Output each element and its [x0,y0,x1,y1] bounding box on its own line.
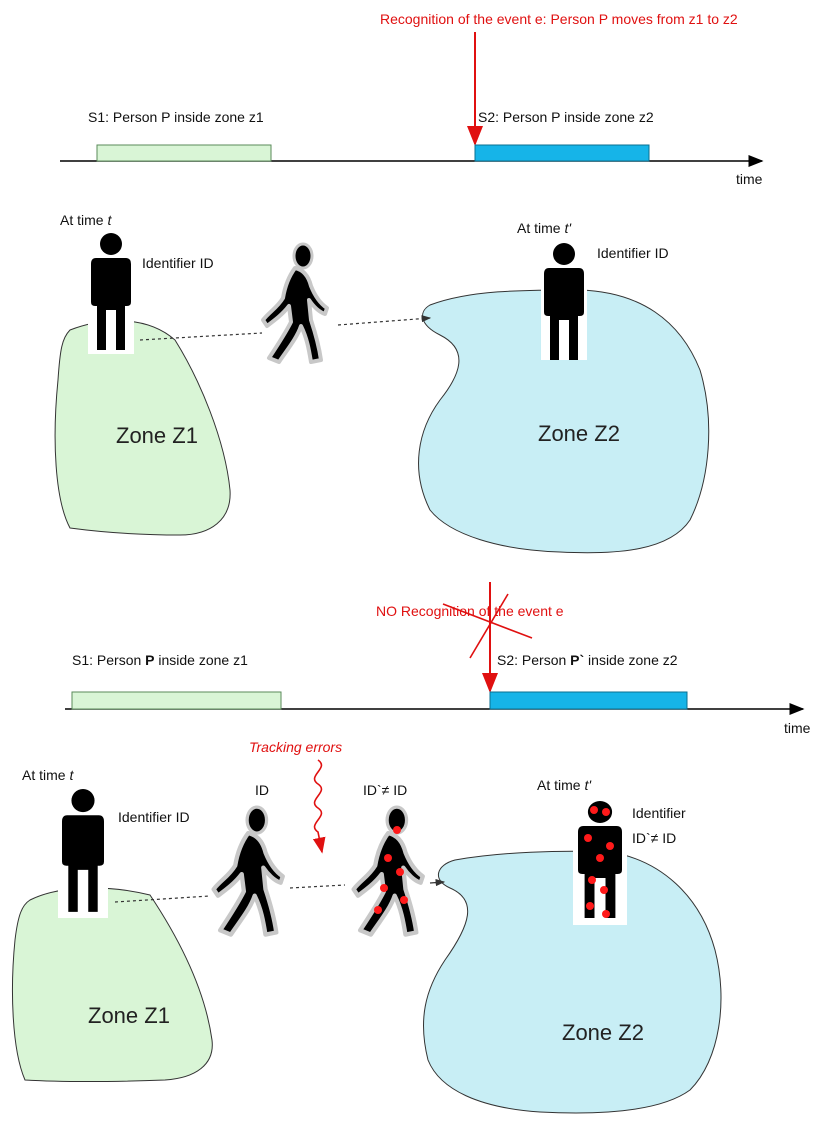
trajectory-dash-2 [337,315,432,326]
tracking-dot [590,806,598,814]
zone-z2-shape-bottom [423,850,722,1114]
state-s1-bar-bottom [71,691,282,710]
zone-z1-label-bottom: Zone Z1 [88,1003,170,1028]
squiggle-arrow-icon [312,759,326,854]
bottom-panel: NO Recognition of the event e S1: Person… [11,582,811,1114]
state-s1-label-bottom: S1: Person P inside zone z1 [72,652,248,668]
tracking-dot [586,902,594,910]
trajectory-arrowhead [429,879,446,887]
tracking-errors-label: Tracking errors [249,739,342,755]
zone-z2-label: Zone Z2 [538,421,620,446]
state-s1-bar [96,144,272,162]
state-s2-bar-bottom [489,691,688,710]
at-time-t-label-bottom: At time t [22,767,74,783]
time-axis-label-bottom: time [784,720,811,736]
trajectory-dash-1 [139,332,263,341]
zone-z1-label: Zone Z1 [116,423,198,448]
walker-with-errors [354,807,423,934]
zone-z2-label-bottom: Zone Z2 [562,1020,644,1045]
state-s2-bar [474,144,650,162]
tracking-dot [606,842,614,850]
tracking-dot [596,854,604,862]
event-recognition-label: Recognition of the event e: Person P mov… [380,11,738,27]
walking-person-icon [354,807,423,934]
tracking-dot [584,834,592,842]
identifier-right-label-line2: ID`≠ ID [632,830,676,846]
at-time-t-prime-label: At time t' [517,220,572,236]
state-s1-label: S1: Person P inside zone z1 [88,109,264,125]
tracking-dot [396,868,404,876]
walker-2-id-label: ID`≠ ID [363,782,407,798]
walker-1-id-label: ID [255,782,269,798]
identifier-right-label-line1: Identifier [632,805,686,821]
person-with-errors [578,801,622,918]
tracking-dot [400,896,408,904]
tracking-dot [380,884,388,892]
walking-person-icon [214,807,283,934]
identifier-left-label-bottom: Identifier ID [118,809,190,825]
walking-person-icon [261,242,329,364]
zone-z2-shape [418,289,710,554]
time-axis-label: time [736,171,763,187]
tracking-dot [602,910,610,918]
tracking-dot [602,808,610,816]
cross-out-icon [442,593,533,659]
top-panel: Recognition of the event e: Person P mov… [54,11,764,554]
tracking-dot [588,876,596,884]
at-time-t-prime-label-bottom: At time t' [537,777,592,793]
tracking-dot [393,826,401,834]
tracking-dot [384,854,392,862]
trajectory-dash-3 [114,895,211,903]
tracking-dot [600,886,608,894]
tracking-dot [374,906,382,914]
state-s2-label: S2: Person P inside zone z2 [478,109,654,125]
trajectory-dash-4 [289,884,346,889]
zone-z1-shape [54,320,231,536]
identifier-left-label: Identifier ID [142,255,214,271]
no-recognition-label: NO Recognition of the event e [376,603,564,619]
at-time-t-label: At time t [60,212,112,228]
identifier-right-label: Identifier ID [597,245,669,261]
zone-z1-shape-bottom [11,887,213,1082]
state-s2-label-bottom: S2: Person P` inside zone z2 [497,652,678,668]
